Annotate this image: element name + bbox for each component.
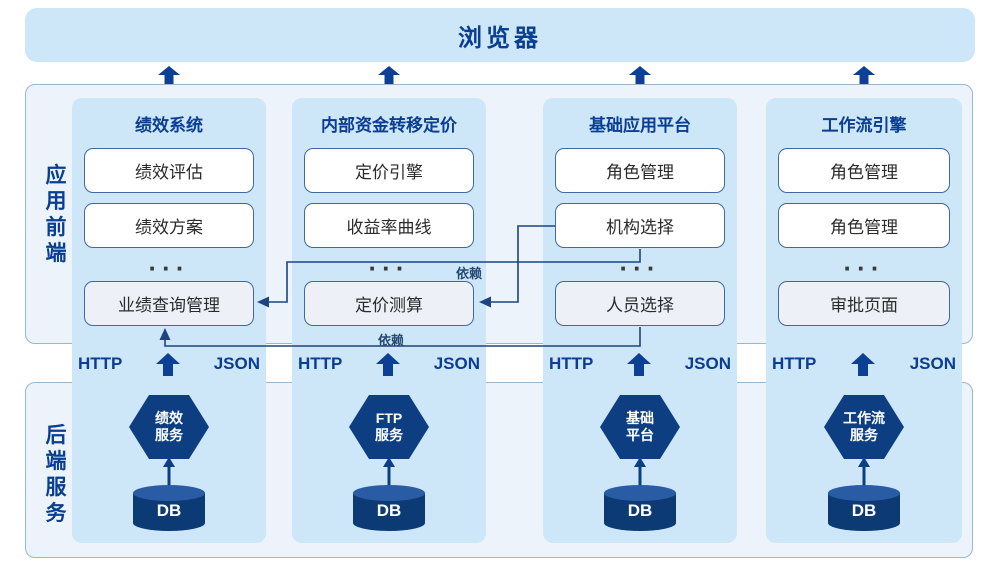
column-title: 工作流引擎 bbox=[821, 116, 907, 135]
module-box: 定价引擎 bbox=[304, 148, 474, 193]
column-base-platform: 基础应用平台 角色管理 机构选择 ··· 人员选择 HTTP JSON 基础 平… bbox=[543, 98, 737, 543]
db-cylinder: DB bbox=[132, 485, 206, 531]
browser-up-arrow-icon bbox=[853, 66, 875, 85]
service-name: FTP 服务 bbox=[375, 410, 403, 443]
db-cylinder-icon bbox=[828, 485, 900, 531]
http-label: HTTP bbox=[772, 354, 817, 373]
up-arrow-icon bbox=[627, 352, 652, 376]
column-title: 内部资金转移定价 bbox=[321, 116, 457, 135]
db-to-service-arrow-icon bbox=[634, 457, 646, 485]
db-cylinder: DB bbox=[352, 485, 426, 531]
browser-bar-title: 浏览器 bbox=[458, 24, 542, 52]
column-ftp-pricing: 内部资金转移定价 定价引擎 收益率曲线 ··· 定价测算 HTTP JSON F… bbox=[292, 98, 486, 543]
dependency-label: 依赖 bbox=[378, 333, 405, 348]
service-hexagon: 绩效 服务 bbox=[129, 395, 209, 459]
column-performance-system: 绩效系统 绩效评估 绩效方案 ··· 业绩查询管理 HTTP JSON 绩效 服… bbox=[72, 98, 266, 543]
transport-row: HTTP JSON bbox=[549, 352, 731, 376]
service-name: 基础 平台 bbox=[626, 410, 654, 443]
up-arrow-icon bbox=[376, 352, 401, 376]
transport-row: HTTP JSON bbox=[78, 352, 260, 376]
db-label: DB bbox=[627, 501, 653, 520]
ellipsis: ··· bbox=[148, 253, 190, 283]
ellipsis: ··· bbox=[843, 253, 885, 283]
db-to-service-arrow-icon bbox=[858, 457, 870, 485]
http-label: HTTP bbox=[298, 354, 343, 373]
db-to-service-arrow-icon bbox=[383, 457, 395, 485]
json-label: JSON bbox=[433, 354, 480, 373]
module-box: 绩效方案 bbox=[84, 203, 254, 248]
hexagon-icon bbox=[129, 395, 209, 459]
dependency-label: 依赖 bbox=[456, 266, 483, 281]
json-label: JSON bbox=[684, 354, 731, 373]
column-title: 基础应用平台 bbox=[589, 116, 691, 135]
db-label: DB bbox=[851, 501, 877, 520]
db-to-service-arrow-icon bbox=[163, 457, 175, 485]
db-label: DB bbox=[376, 501, 402, 520]
module-box: 角色管理 bbox=[778, 148, 950, 193]
db-label: DB bbox=[156, 501, 182, 520]
module-box: 角色管理 bbox=[778, 203, 950, 248]
http-label: HTTP bbox=[78, 354, 123, 373]
module-box: 机构选择 bbox=[555, 203, 725, 248]
hexagon-icon bbox=[349, 395, 429, 459]
module-box: 收益率曲线 bbox=[304, 203, 474, 248]
frontend-tier-label: 应用前端 bbox=[45, 164, 67, 265]
db-cylinder-icon bbox=[604, 485, 676, 531]
transport-row: HTTP JSON bbox=[772, 352, 956, 376]
ellipsis: ··· bbox=[619, 253, 661, 283]
db-cylinder: DB bbox=[603, 485, 677, 531]
transport-row: HTTP JSON bbox=[298, 352, 480, 376]
db-cylinder: DB bbox=[827, 485, 901, 531]
service-hexagon: 基础 平台 bbox=[600, 395, 680, 459]
column-workflow-engine: 工作流引擎 角色管理 角色管理 ··· 审批页面 HTTP JSON 工作流 服… bbox=[766, 98, 962, 543]
service-hexagon: FTP 服务 bbox=[349, 395, 429, 459]
column-title: 绩效系统 bbox=[135, 116, 203, 135]
browser-bar: 浏览器 bbox=[25, 8, 975, 62]
json-label: JSON bbox=[909, 354, 956, 373]
module-box-highlight: 定价测算 bbox=[304, 281, 474, 326]
browser-up-arrow-icon bbox=[378, 66, 400, 85]
service-hexagon: 工作流 服务 bbox=[824, 395, 904, 459]
up-arrow-icon bbox=[156, 352, 181, 376]
db-cylinder-icon bbox=[133, 485, 205, 531]
db-cylinder-icon bbox=[353, 485, 425, 531]
module-box: 绩效评估 bbox=[84, 148, 254, 193]
service-name: 绩效 服务 bbox=[155, 410, 183, 443]
browser-up-arrow-icon bbox=[629, 66, 651, 85]
up-arrow-icon bbox=[851, 352, 876, 376]
module-box-highlight: 业绩查询管理 bbox=[84, 281, 254, 326]
module-box: 角色管理 bbox=[555, 148, 725, 193]
hexagon-icon bbox=[824, 395, 904, 459]
http-label: HTTP bbox=[549, 354, 594, 373]
service-name: 工作流 服务 bbox=[843, 410, 885, 443]
hexagon-icon bbox=[600, 395, 680, 459]
backend-tier-label: 后端服务 bbox=[45, 424, 67, 525]
json-label: JSON bbox=[213, 354, 260, 373]
module-box-highlight: 人员选择 bbox=[555, 281, 725, 326]
module-box-highlight: 审批页面 bbox=[778, 281, 950, 326]
browser-up-arrow-icon bbox=[158, 66, 180, 85]
